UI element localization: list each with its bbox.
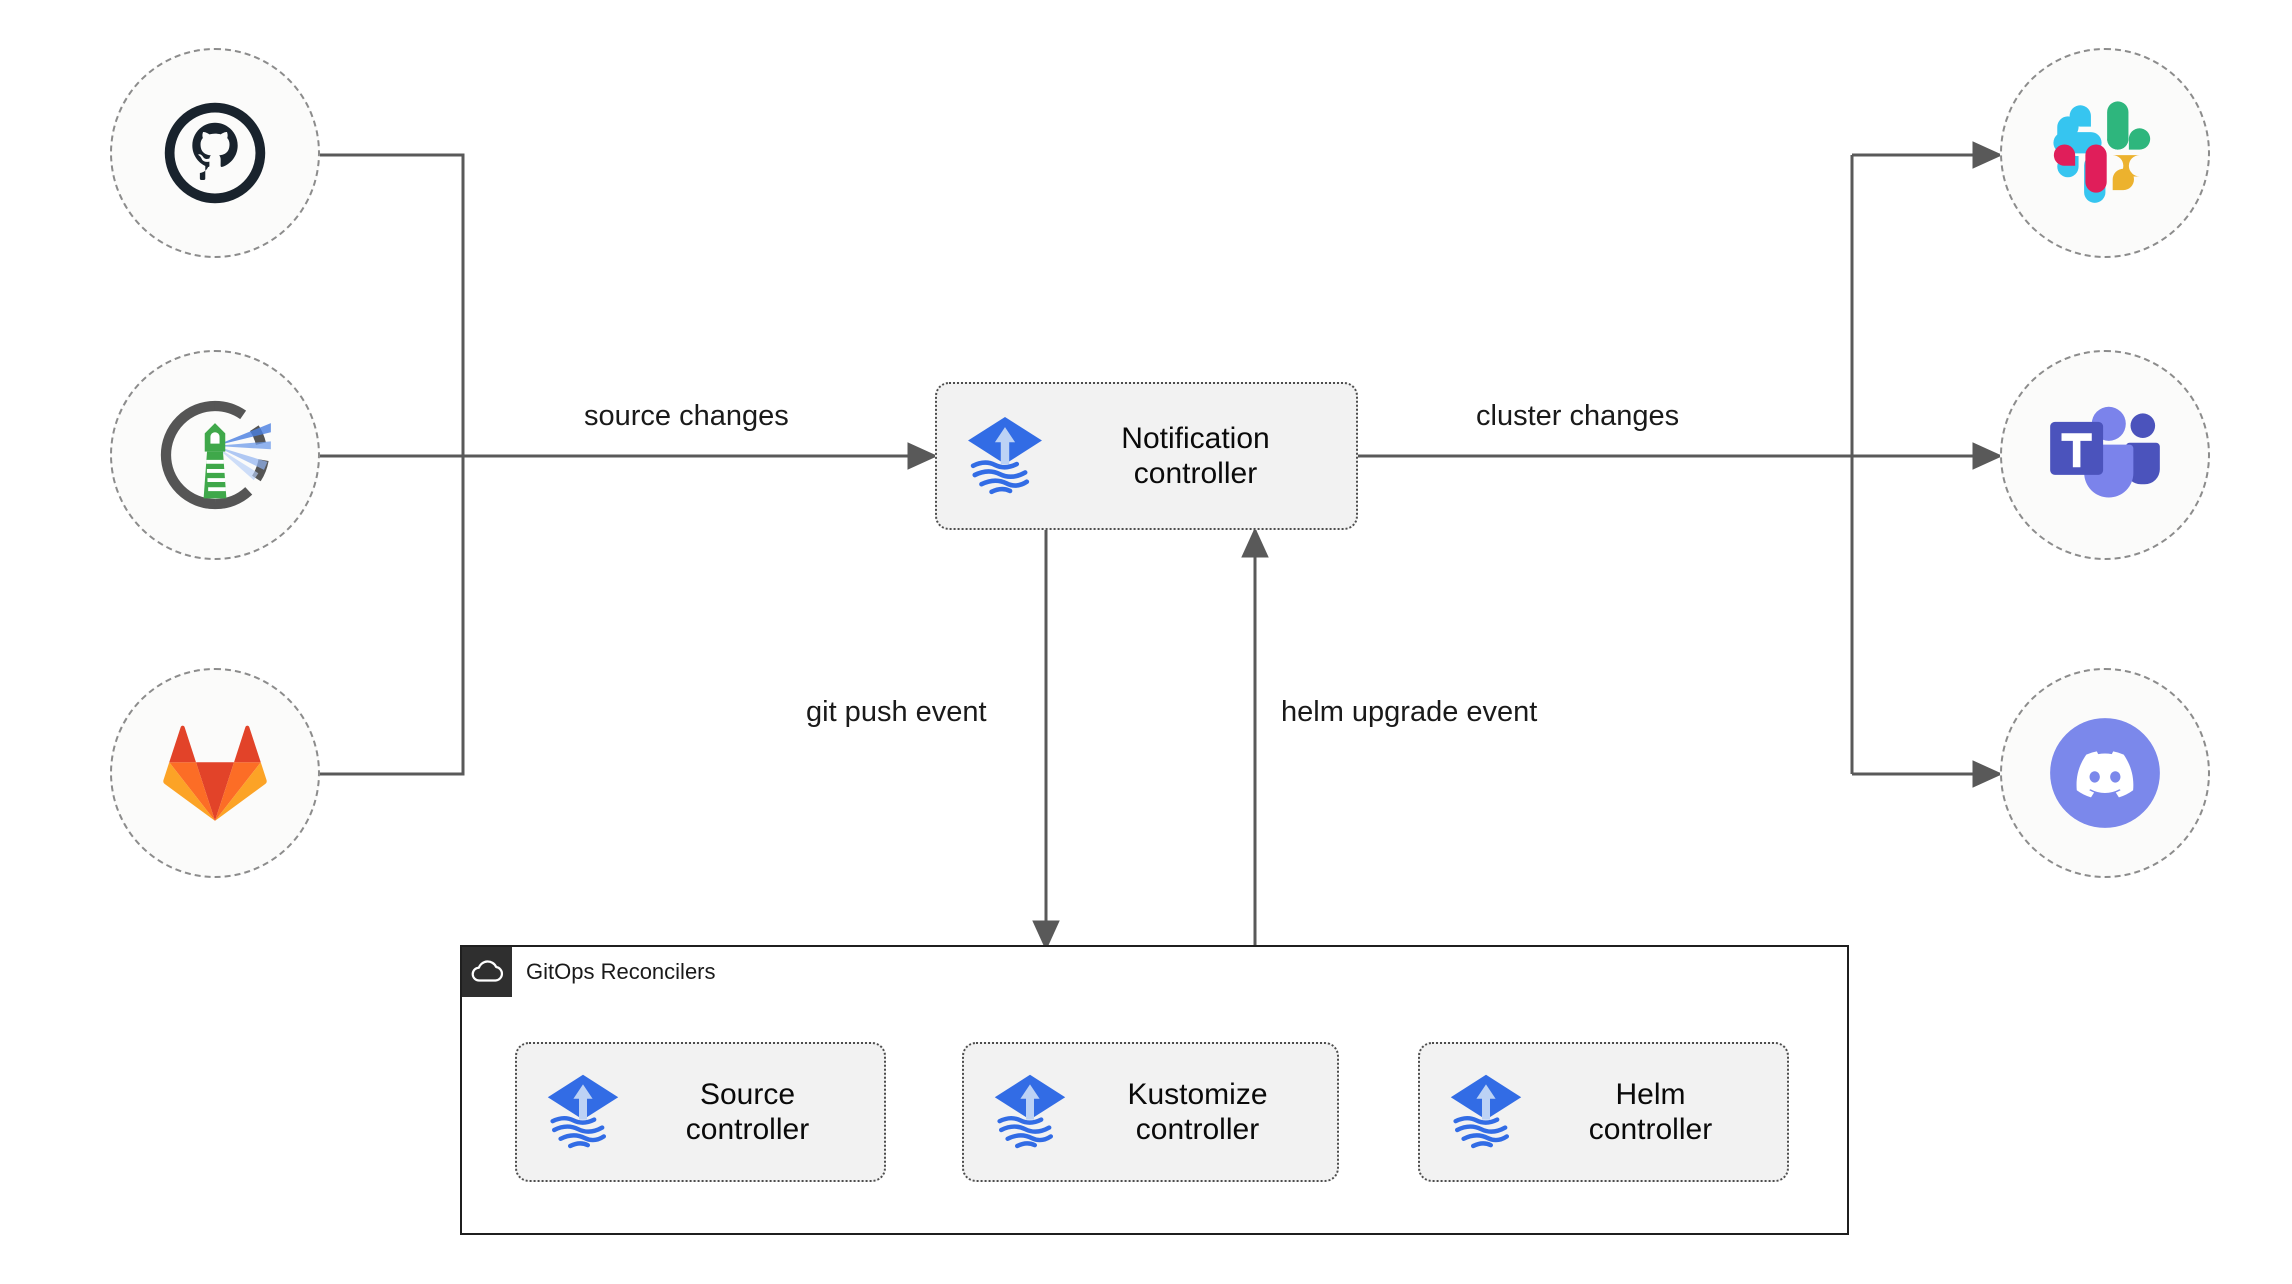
flux-lighthouse-icon: [158, 398, 272, 512]
target-node-slack[interactable]: [2000, 48, 2210, 258]
target-node-teams[interactable]: [2000, 350, 2210, 560]
edge-label-source-changes: source changes: [576, 400, 797, 433]
source-controller-box[interactable]: Source controller: [515, 1042, 886, 1182]
source-node-github[interactable]: [110, 48, 320, 258]
ms-teams-icon: [2048, 403, 2162, 507]
flux-logo-icon: [963, 412, 1047, 501]
gitops-reconcilers-group: GitOps Reconcilers Source controller: [460, 945, 1849, 1235]
notification-controller-box[interactable]: Notification controller: [935, 382, 1358, 530]
flux-logo-icon: [543, 1070, 623, 1155]
gitops-reconcilers-title: GitOps Reconcilers: [526, 959, 716, 984]
source-controller-label: Source controller: [685, 1077, 810, 1146]
notification-controller-label: Notification controller: [1121, 421, 1270, 490]
kustomize-controller-box[interactable]: Kustomize controller: [962, 1042, 1339, 1182]
edge-label-helm-upgrade-event: helm upgrade event: [1273, 696, 1546, 729]
wire-gitlab-to-bus: [320, 456, 465, 776]
cloud-icon: [462, 947, 512, 997]
github-icon: [161, 99, 269, 207]
source-node-gitlab[interactable]: [110, 668, 320, 878]
target-node-discord[interactable]: [2000, 668, 2210, 878]
helm-controller-label: Helm controller: [1588, 1077, 1713, 1146]
gitops-reconcilers-header: GitOps Reconcilers: [462, 947, 716, 997]
gitlab-icon: [163, 724, 267, 822]
discord-icon: [2049, 717, 2161, 829]
helm-controller-box[interactable]: Helm controller: [1418, 1042, 1789, 1182]
wire-github-to-bus: [320, 153, 465, 456]
flux-logo-icon: [990, 1070, 1070, 1155]
slack-icon: [2053, 101, 2157, 205]
flux-logo-icon: [1446, 1070, 1526, 1155]
edge-label-cluster-changes: cluster changes: [1468, 400, 1688, 433]
source-node-flux[interactable]: [110, 350, 320, 560]
kustomize-controller-label: Kustomize controller: [1127, 1077, 1268, 1146]
edge-label-git-push-event: git push event: [798, 696, 995, 729]
